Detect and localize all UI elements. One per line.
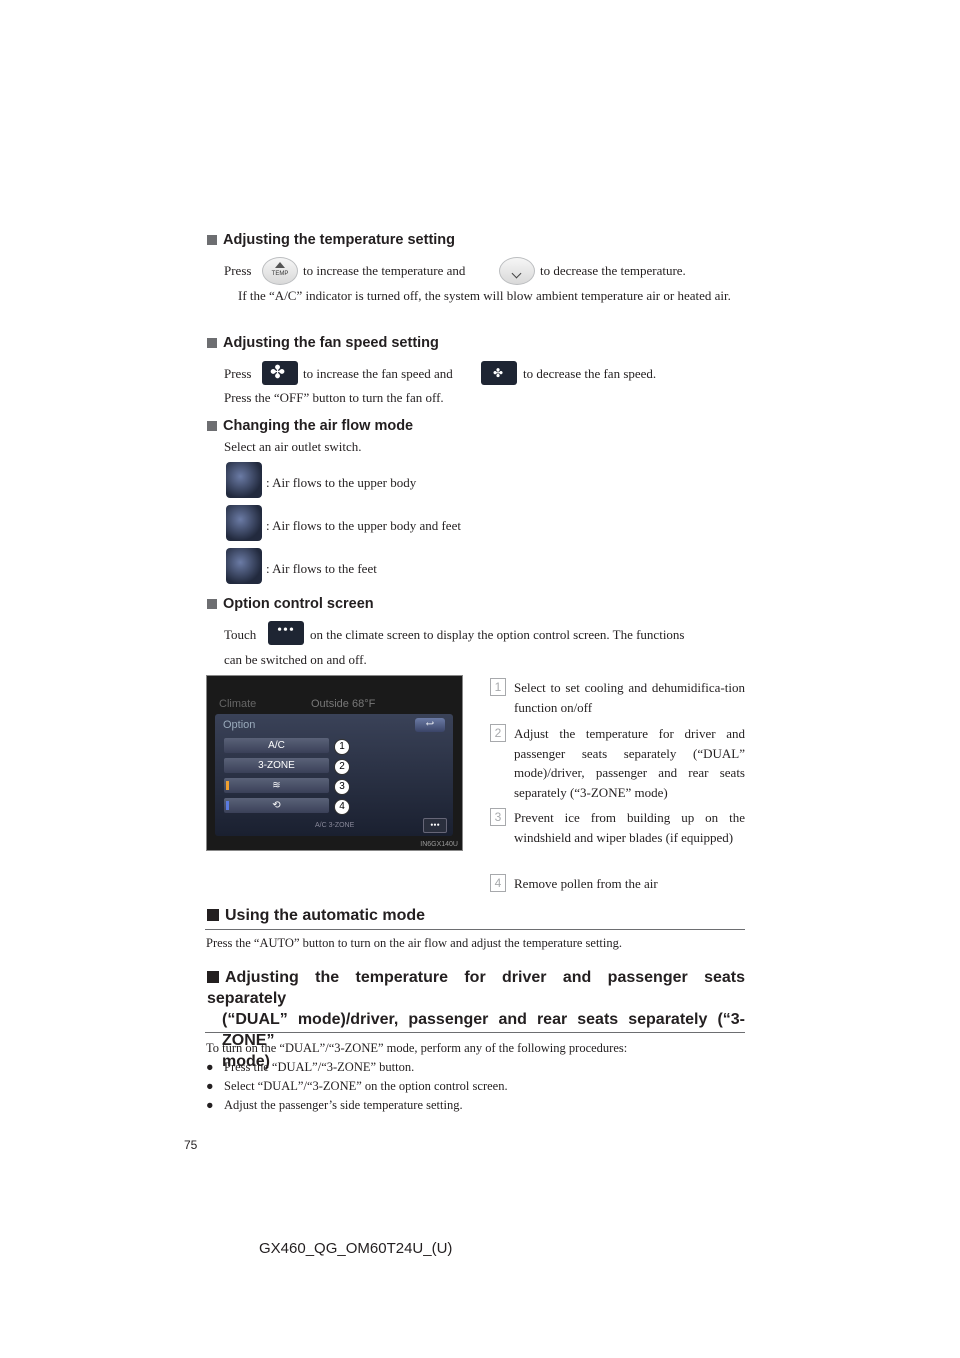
airflow-item-2: : Air flows to the upper body and feet (266, 518, 461, 533)
airflow-upper-icon (226, 462, 262, 498)
temp-button-label: TEMP (271, 271, 289, 277)
airflow-heading: Changing the air flow mode (207, 418, 413, 434)
temp-press: Press (224, 263, 252, 278)
screen-defog-button: ≋ (224, 778, 329, 793)
dual-intro: To turn on the “DUAL”/“3-ZONE” mode, per… (206, 1041, 628, 1055)
screen-ac-button: A/C (224, 738, 329, 753)
airflow-upper-feet-icon (226, 505, 262, 541)
screen-panel: Option ↩ A/C 3-ZONE ≋ ⟲ 1 2 3 4 A/C 3-ZO… (215, 714, 453, 836)
temp-mid: to increase the temperature and (303, 263, 466, 278)
dual-heading-line-3: mode) (222, 1053, 270, 1070)
auto-rule (205, 929, 745, 930)
temp-heading-text: Adjusting the temperature setting (223, 232, 456, 248)
list-text-2: Adjust the temperature for driver and pa… (514, 726, 745, 800)
callout-3: 3 (334, 779, 350, 795)
fan-mid: to increase the fan speed and (303, 366, 453, 381)
option-screen-image: Climate Outside 68°F Option ↩ A/C 3-ZONE… (206, 675, 463, 851)
dual-heading: Adjusting the temperature for driver and… (207, 967, 745, 1072)
bullet-icon: ● (206, 1060, 214, 1074)
screen-outside-temp: Outside 68°F (311, 698, 376, 710)
fan-heading: Adjusting the fan speed setting (207, 335, 439, 351)
fan-up-icon: ✤ (262, 361, 298, 385)
airflow-heading-text: Changing the air flow mode (223, 418, 414, 434)
temp-note: If the “A/C” indicator is turned off, th… (238, 288, 731, 303)
option-heading-text: Option control screen (223, 596, 374, 612)
auto-heading: Using the automatic mode (207, 907, 425, 925)
footer-code: GX460_QG_OM60T24U_(U) (259, 1240, 453, 1257)
bullet-icon: ● (206, 1079, 214, 1093)
list-num-3: 3 (490, 808, 506, 826)
airflow-feet-icon (226, 548, 262, 584)
callout-4: 4 (334, 799, 350, 815)
temp-down-icon (499, 257, 535, 285)
dual-bullet-2: ● Select “DUAL”/“3-ZONE” on the option co… (206, 1077, 508, 1096)
auto-heading-text: Using the automatic mode (225, 907, 426, 924)
dual-heading-line-2: (“DUAL” mode)/driver, passenger and rear… (222, 1011, 745, 1049)
more-options-icon: ••• (268, 621, 304, 645)
option-touch: Touch (224, 627, 257, 642)
screen-title: Climate (219, 698, 257, 710)
list-text-1: Select to set cooling and dehumidifica-t… (514, 680, 745, 715)
dual-bullet-1: ● Press the “DUAL”/“3-ZONE” button. (206, 1058, 414, 1077)
list-num-2: 2 (490, 724, 506, 742)
option-heading: Option control screen (207, 596, 374, 612)
airflow-item-1: : Air flows to the upper body (266, 475, 417, 490)
fan-off: Press the “OFF” button to turn the fan o… (224, 390, 444, 405)
airflow-item-3: : Air flows to the feet (266, 561, 377, 576)
airflow-intro: Select an air outlet switch. (224, 439, 362, 454)
page-number: 75 (184, 1138, 198, 1152)
screen-option-label: Option (223, 719, 256, 731)
dual-bullet-3: ● Adjust the passenger’s side temperature… (206, 1096, 463, 1115)
dual-heading-text-1: Adjusting the temperature for driver and… (207, 969, 745, 1007)
bullet-icon: ● (206, 1098, 214, 1112)
list-text-4: Remove pollen from the air (514, 876, 658, 891)
screen-code: IN6GX140U (420, 841, 458, 848)
option-text: on the climate screen to display the opt… (310, 627, 685, 642)
dual-rule (205, 1032, 745, 1033)
screen-back-icon: ↩ (415, 718, 445, 732)
dual-bullet-text-2: Select “DUAL”/“3-ZONE” on the option con… (224, 1079, 508, 1093)
fan-heading-text: Adjusting the fan speed setting (223, 335, 439, 351)
fan-down-icon: ✤ (481, 361, 517, 385)
list-num-1: 1 (490, 678, 506, 696)
callout-1: 1 (334, 739, 350, 755)
temp-heading: Adjusting the temperature setting (207, 232, 455, 248)
temp-up-icon: TEMP (262, 257, 298, 285)
dual-bullet-text-1: Press the “DUAL”/“3-ZONE” button. (224, 1060, 415, 1074)
list-num-4: 4 (490, 874, 506, 892)
callout-2: 2 (334, 759, 350, 775)
temp-end: to decrease the temperature. (540, 263, 686, 278)
auto-text: Press the “AUTO” button to turn on the a… (206, 936, 622, 950)
option-text-2: can be switched on and off. (224, 652, 367, 667)
dual-heading-line-1: Adjusting the temperature for driver and… (207, 967, 745, 1009)
screen-pollen-button: ⟲ (224, 798, 329, 813)
fan-press: Press (224, 366, 252, 381)
list-text-3: Prevent ice from building up on the wind… (514, 810, 745, 845)
screen-status: A/C 3-ZONE (315, 822, 355, 829)
screen-more-icon: ••• (423, 818, 447, 833)
fan-end: to decrease the fan speed. (523, 366, 657, 381)
dual-bullet-text-3: Adjust the passenger’s side temperature … (224, 1098, 463, 1112)
screen-3zone-button: 3-ZONE (224, 758, 329, 773)
